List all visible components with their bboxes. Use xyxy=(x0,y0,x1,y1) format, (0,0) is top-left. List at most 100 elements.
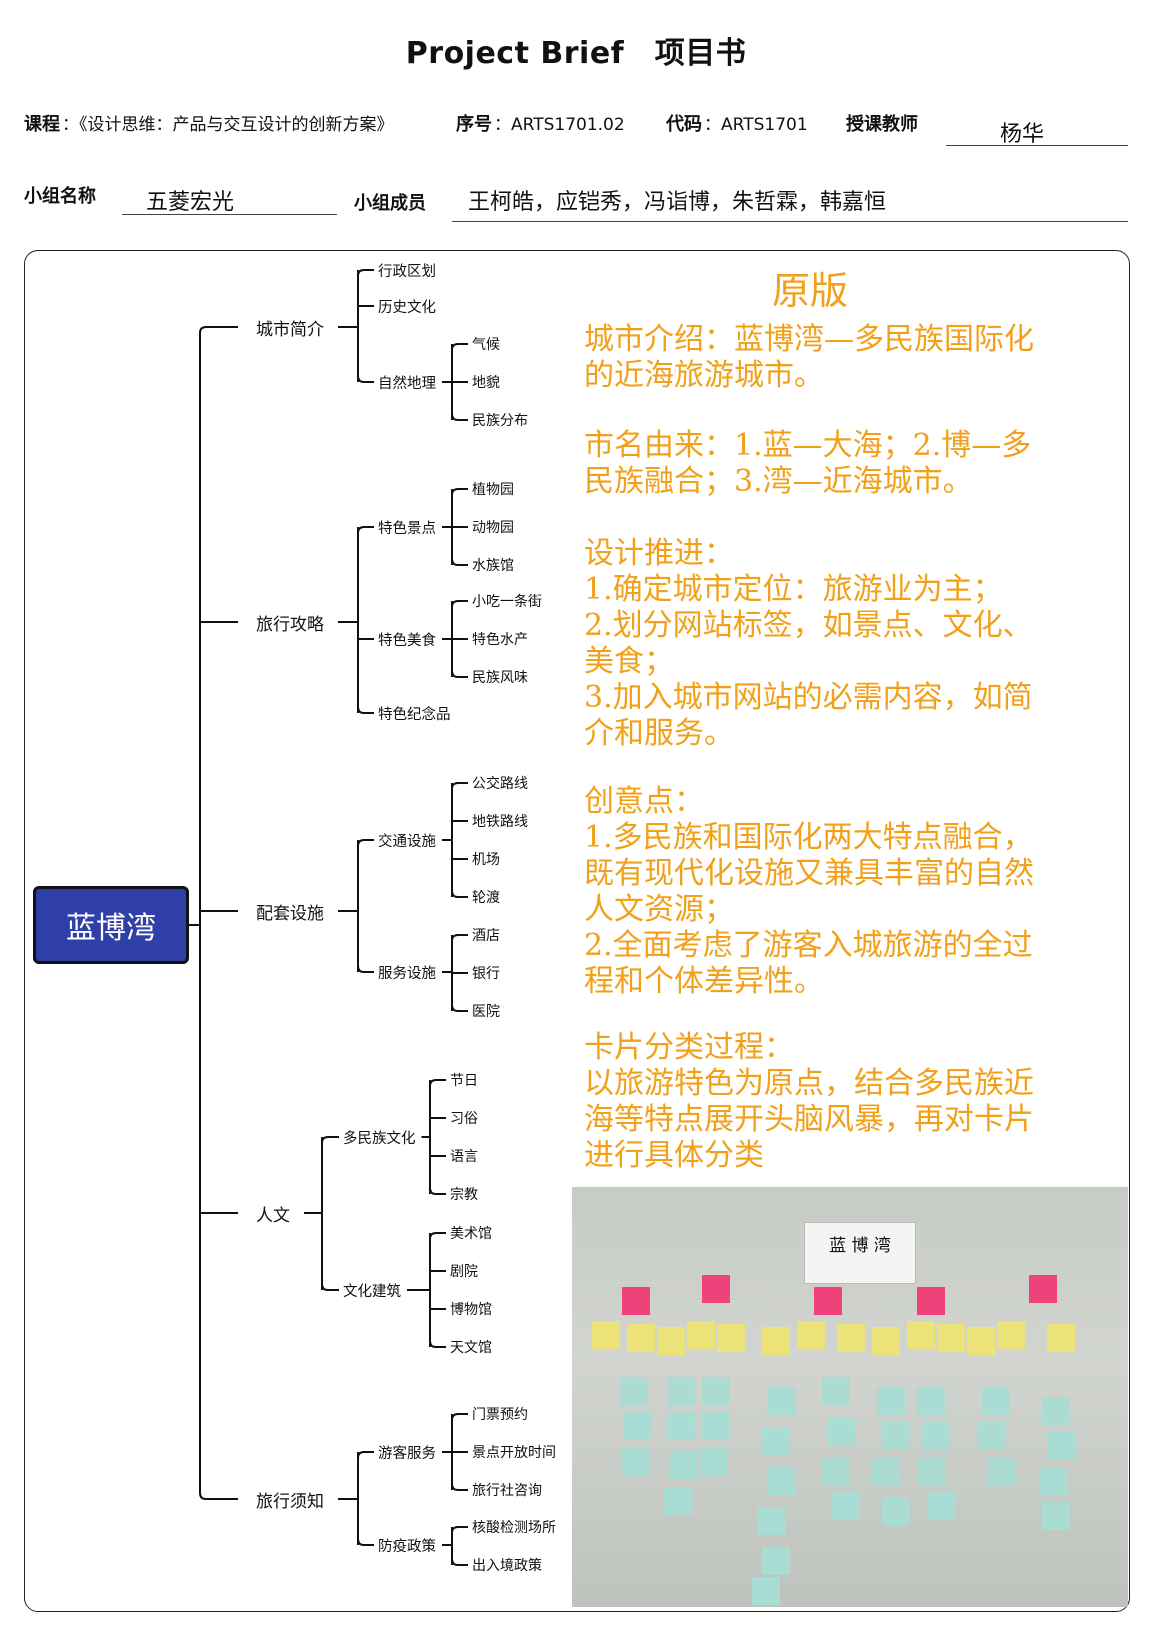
mindmap-node: 多民族文化 xyxy=(343,1130,416,1147)
mindmap-connector xyxy=(442,782,459,898)
mindmap-node: 特色美食 xyxy=(378,632,436,649)
seq-label: 序号 xyxy=(456,114,492,135)
mindmap-connector xyxy=(442,1526,459,1566)
note-line: 民族融合；3.湾—近海城市。 xyxy=(584,464,973,499)
blue-sticky-note xyxy=(827,1417,855,1445)
yellow-sticky-note xyxy=(997,1321,1025,1349)
note-line: 市名由来：1.蓝—大海；2.博—多 xyxy=(584,428,1032,463)
blue-sticky-note xyxy=(664,1487,692,1515)
blue-sticky-note xyxy=(982,1387,1010,1415)
mindmap-leaf: 博物馆 xyxy=(450,1302,492,1318)
teacher-value: 杨华 xyxy=(1000,122,1045,147)
yellow-sticky-note xyxy=(762,1327,790,1355)
photo-card-title: 蓝 博 湾 xyxy=(829,1236,891,1256)
mindmap-connector xyxy=(304,1136,329,1291)
note-line: 人文资源； xyxy=(584,892,734,927)
mindmap-connector xyxy=(338,526,365,714)
blue-sticky-note xyxy=(1042,1397,1070,1425)
mindmap-leaf: 动物园 xyxy=(472,520,514,536)
teacher-underline xyxy=(946,145,1128,146)
blue-sticky-note xyxy=(700,1447,728,1475)
yellow-sticky-note xyxy=(687,1321,715,1349)
blue-sticky-note xyxy=(977,1422,1005,1450)
mindmap-leaf: 小吃一条街 xyxy=(472,594,542,610)
note-line: 的近海旅游城市。 xyxy=(584,358,824,393)
mindmap-branch: 旅行须知 xyxy=(256,1491,324,1512)
pink-sticky-note xyxy=(622,1287,650,1315)
mindmap-leaf: 核酸检测场所 xyxy=(472,1520,556,1536)
yellow-sticky-note xyxy=(717,1324,745,1352)
blue-sticky-note xyxy=(620,1377,648,1405)
group-value: 五菱宏光 xyxy=(146,190,235,215)
code-label: 代码 xyxy=(666,114,702,135)
mindmap-connector xyxy=(338,839,365,973)
content-frame xyxy=(24,250,1130,1612)
notes-design-progress: 设计推进：1.确定城市定位：旅游业为主；2.划分网站标签，如景点、文化、美食；3… xyxy=(584,536,1033,752)
mindmap-leaf: 轮渡 xyxy=(472,890,500,906)
notes-heading: 原版 xyxy=(772,269,849,313)
members-label: 小组成员 xyxy=(354,193,426,214)
notes-name-origin: 市名由来：1.蓝—大海；2.博—多民族融合；3.湾—近海城市。 xyxy=(584,428,1031,500)
mindmap-leaf: 水族馆 xyxy=(472,558,514,574)
blue-sticky-note xyxy=(917,1387,945,1415)
blue-sticky-note xyxy=(832,1492,860,1520)
blue-sticky-note xyxy=(667,1377,695,1405)
blue-sticky-note xyxy=(767,1387,795,1415)
yellow-sticky-note xyxy=(967,1327,995,1355)
mindmap-leaf: 节日 xyxy=(450,1073,478,1089)
pink-sticky-note xyxy=(814,1287,842,1315)
mindmap-node: 自然地理 xyxy=(378,375,436,392)
mindmap-leaf: 地铁路线 xyxy=(472,814,528,830)
mindmap-leaf: 语言 xyxy=(450,1149,478,1165)
mindmap-leaf: 银行 xyxy=(472,966,500,982)
blue-sticky-note xyxy=(987,1457,1015,1485)
seq-value: ：ARTS1701.02 xyxy=(494,115,625,135)
blue-sticky-note xyxy=(702,1412,730,1440)
note-line: 美食； xyxy=(584,644,674,679)
mindmap-connector xyxy=(421,1079,437,1195)
mindmap-node: 特色景点 xyxy=(378,520,436,537)
mindmap-leaf: 民族分布 xyxy=(472,413,528,429)
note-line: 2.划分网站标签，如景点、文化、 xyxy=(584,608,1033,643)
notes-intro: 城市介绍：蓝博湾—多民族国际化的近海旅游城市。 xyxy=(584,322,1034,394)
note-line: 3.加入城市网站的必需内容，如简 xyxy=(584,680,1033,715)
note-line: 城市介绍：蓝博湾—多民族国际化 xyxy=(584,322,1034,357)
blue-sticky-note xyxy=(882,1497,910,1525)
mindmap-leaf: 特色水产 xyxy=(472,632,528,648)
blue-sticky-note xyxy=(762,1547,790,1575)
blue-sticky-note xyxy=(882,1422,910,1450)
note-line: 进行具体分类 xyxy=(584,1138,764,1173)
mindmap-node: 行政区划 xyxy=(378,263,436,280)
mindmap-leaf: 医院 xyxy=(472,1004,500,1020)
mindmap-leaf: 宗教 xyxy=(450,1187,478,1203)
course-label: 课程 xyxy=(24,114,60,135)
mindmap-connector xyxy=(188,326,207,1500)
mindmap-node: 游客服务 xyxy=(378,1445,436,1462)
blue-sticky-note xyxy=(757,1507,785,1535)
mindmap-leaf: 景点开放时间 xyxy=(472,1445,556,1461)
teacher-label: 授课教师 xyxy=(846,114,918,135)
mindmap-leaf: 民族风味 xyxy=(472,670,528,686)
mindmap-leaf: 美术馆 xyxy=(450,1226,492,1242)
yellow-sticky-note xyxy=(837,1324,865,1352)
blue-sticky-note xyxy=(752,1577,780,1605)
pink-sticky-note xyxy=(1029,1275,1057,1303)
mindmap-leaf: 气候 xyxy=(472,337,500,353)
note-line: 2.全面考虑了游客入城旅游的全过 xyxy=(584,928,1033,963)
mindmap-branch: 人文 xyxy=(256,1205,290,1226)
note-line: 卡片分类过程： xyxy=(584,1030,794,1065)
blue-sticky-note xyxy=(624,1412,652,1440)
yellow-sticky-note xyxy=(907,1321,935,1349)
mindmap-leaf: 习俗 xyxy=(450,1111,478,1127)
note-line: 以旅游特色为原点，结合多民族近 xyxy=(584,1066,1034,1101)
note-line: 创意点： xyxy=(584,784,704,819)
sticky-notes-photo: 蓝 博 湾 xyxy=(572,1187,1128,1607)
course-value: ：《设计思维：产品与交互设计的创新方案》 xyxy=(62,115,394,135)
mindmap-leaf: 公交路线 xyxy=(472,776,528,792)
mindmap-node: 历史文化 xyxy=(378,299,436,316)
mindmap-node: 交通设施 xyxy=(378,833,436,850)
mindmap-leaf: 地貌 xyxy=(472,375,500,391)
yellow-sticky-note xyxy=(872,1327,900,1355)
yellow-sticky-note xyxy=(937,1324,965,1352)
mindmap-leaf: 植物园 xyxy=(472,482,514,498)
